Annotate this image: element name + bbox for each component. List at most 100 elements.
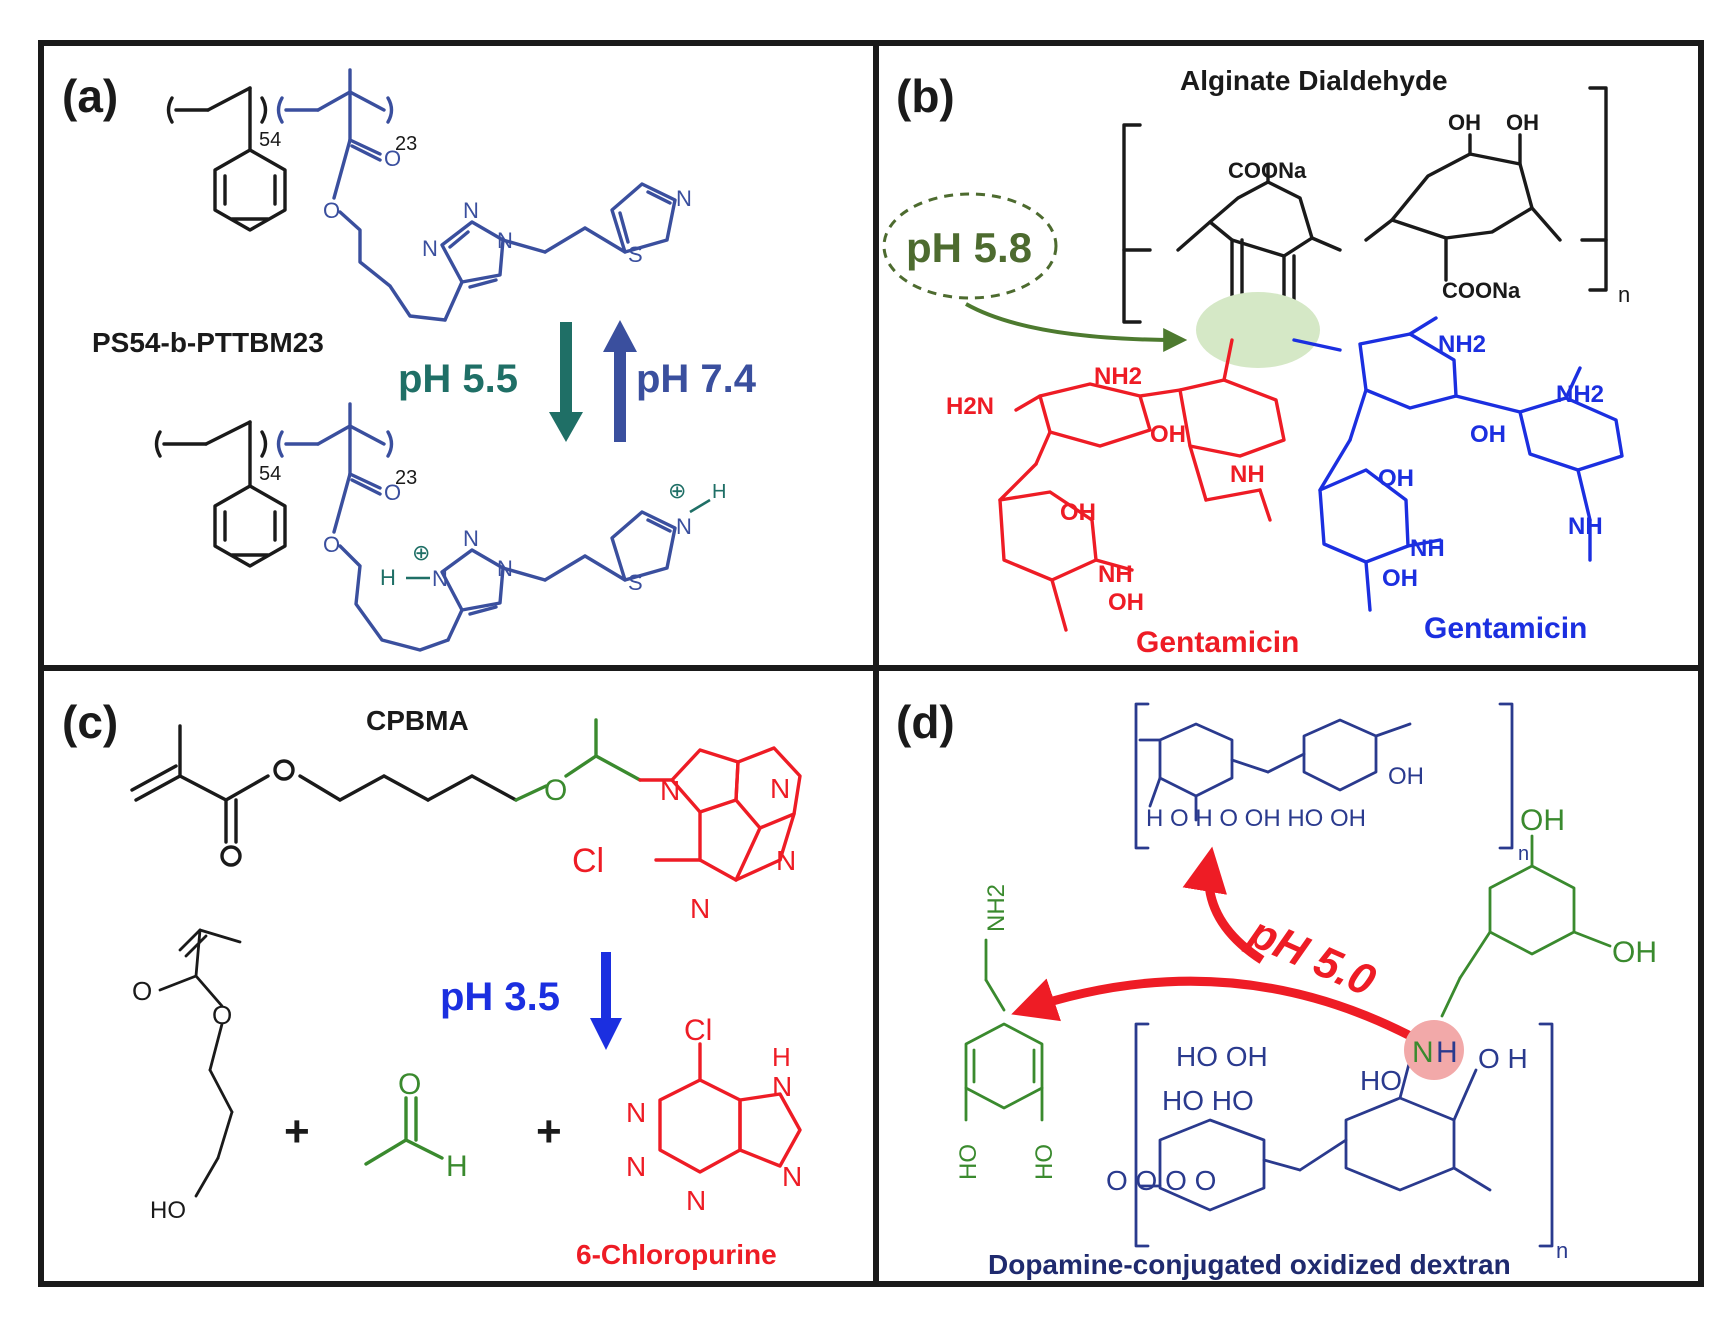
ester-o-top: O [384, 146, 401, 171]
hbma-ho: HO [150, 1197, 186, 1224]
acetaldehyde [364, 1096, 444, 1166]
gentamicin-blue-structure [1292, 316, 1624, 612]
chloropurine-n2: N [626, 1151, 646, 1182]
sub-54-bottom: 54 [259, 463, 281, 485]
alginate-backbone [1122, 86, 1608, 324]
thiazole-s-bottom: S [628, 570, 643, 595]
ester-o-bottom: O [384, 480, 401, 505]
proton-plus-triazole: ⊕ [412, 540, 430, 565]
alginate-n-sub: n [1618, 282, 1630, 307]
gentamicin-blue-nh2-2: NH2 [1556, 381, 1604, 408]
gentamicin-red-label: Gentamicin [1136, 626, 1299, 659]
ph-5-0-arrow-branch [1182, 846, 1265, 964]
sub-23-bottom: 23 [395, 467, 417, 489]
dextran-bottom-oh-row-1: HO OH [1176, 1041, 1268, 1072]
chloropurine-label: 6-Chloropurine [576, 1239, 777, 1270]
gentamicin-blue-nh-2: NH [1568, 513, 1603, 540]
sub-23-top: 23 [395, 133, 417, 155]
gentamicin-blue-oh-2: OH [1378, 465, 1414, 492]
dopamine-ho-2: HO [1031, 1144, 1058, 1180]
panel-c: (c) CPBMA O [62, 696, 802, 1270]
hydroxybutyl-methacrylate [158, 928, 242, 1198]
catechol-oh-1: OH [1520, 804, 1565, 837]
dextran-bottom-oh-row-2: HO HO [1162, 1085, 1254, 1116]
triazole-n2-bottom: N [463, 526, 479, 551]
panel-a: (a) 54 [62, 68, 757, 652]
ph-5-8-arrow [965, 302, 1188, 352]
cpbma-structure-green [514, 718, 642, 802]
gentamicin-blue-oh-1: OH [1470, 421, 1506, 448]
alginate-coona-2: COONa [1442, 278, 1521, 303]
panel-d: (d) H O H O OH HO OH OH n pH 5.0 [896, 696, 1657, 1280]
purine-n-2: N [770, 773, 790, 804]
gentamicin-red-oh-3: OH [1108, 589, 1144, 616]
alginate-oh-2: OH [1506, 110, 1539, 135]
thiazole-s-top: S [628, 242, 643, 267]
ph-5-8-label: pH 5.8 [906, 224, 1032, 271]
dextran-bottom-aldehyde: O H [1478, 1043, 1528, 1074]
imine-highlight [1196, 292, 1320, 368]
gentamicin-blue-nh: NH [1410, 535, 1445, 562]
dopamine-released [964, 938, 1044, 1122]
gentamicin-blue-label: Gentamicin [1424, 612, 1587, 645]
conjugate-h: H [1436, 1036, 1458, 1069]
plus-2: + [536, 1107, 562, 1156]
proton-bonds [406, 498, 711, 580]
conjugate-n: N [1412, 1036, 1434, 1069]
purine-n-1: N [660, 775, 680, 806]
cpbma-ether-o: O [544, 774, 567, 807]
purine-top [638, 746, 802, 882]
dextran-top-oh: OH [1388, 763, 1424, 790]
gentamicin-blue-oh-3: OH [1382, 565, 1418, 592]
proton-plus-thiazole: ⊕ [668, 478, 686, 503]
triazole-n1-bottom: N [432, 566, 448, 591]
ps-block-top [166, 86, 287, 232]
polymer-name: PS54-b-PTTBM23 [92, 327, 324, 358]
ps-block-bottom [154, 420, 287, 568]
plus-1: + [284, 1107, 310, 1156]
dopamine-conjugate [1440, 834, 1612, 1018]
gentamicin-red-nh: NH [1230, 461, 1265, 488]
triazole-n3-bottom: N [497, 556, 513, 581]
thiazole-n-bottom: N [676, 514, 692, 539]
acetaldehyde-h: H [446, 1150, 468, 1183]
oxidized-dextran-top [1134, 702, 1514, 850]
catechol-oh-2: OH [1612, 936, 1657, 969]
dopamine-nh2: NH2 [983, 884, 1010, 932]
alginate-coona-1: COONa [1228, 158, 1307, 183]
alginate-title: Alginate Dialdehyde [1180, 65, 1448, 96]
sub-54-top: 54 [259, 129, 281, 151]
triazole-n3-top: N [497, 228, 513, 253]
chloropurine-cl: Cl [684, 1014, 712, 1047]
acetaldehyde-o: O [398, 1068, 421, 1101]
chloropurine-n3: N [686, 1185, 706, 1216]
chloropurine-nh-n: N [772, 1071, 792, 1102]
ph-3-5-arrow [590, 952, 622, 1050]
gentamicin-red-oh-2: OH [1060, 499, 1096, 526]
ph-5-8-bubble [882, 192, 1058, 300]
hbma-o-carbonyl: O [132, 976, 152, 1006]
chloropurine-product [658, 1042, 802, 1174]
dextran-bottom-o-row: O O O O [1106, 1165, 1216, 1196]
panel-b: (b) Alginate Dialdehyde COONa [882, 65, 1630, 659]
panel-frame [38, 40, 1704, 1287]
proton-h-triazole: H [380, 565, 396, 590]
dextran-bottom-n: n [1556, 1238, 1568, 1263]
chloropurine-n4: N [782, 1161, 802, 1192]
pttbm-block-bottom [276, 402, 677, 652]
ph-acid-label: pH 5.5 [398, 357, 518, 401]
cpbma-structure-black [130, 724, 518, 867]
panel-d-label: (d) [896, 696, 955, 748]
dopamine-ho-1: HO [955, 1144, 982, 1180]
chloropurine-n1: N [626, 1097, 646, 1128]
gentamicin-red-nh-2: NH [1098, 561, 1133, 588]
ph-switch-arrows [549, 320, 637, 442]
gentamicin-red-structure [998, 338, 1286, 632]
triazole-n1-top: N [422, 236, 438, 261]
pttbm-block-top [276, 68, 677, 322]
dextran-bottom-oh-row-3: HO [1360, 1065, 1402, 1096]
hbma-o-ester: O [212, 1000, 232, 1030]
ph-neutral-label: pH 7.4 [636, 357, 757, 401]
purine-cl-top: Cl [572, 842, 604, 880]
